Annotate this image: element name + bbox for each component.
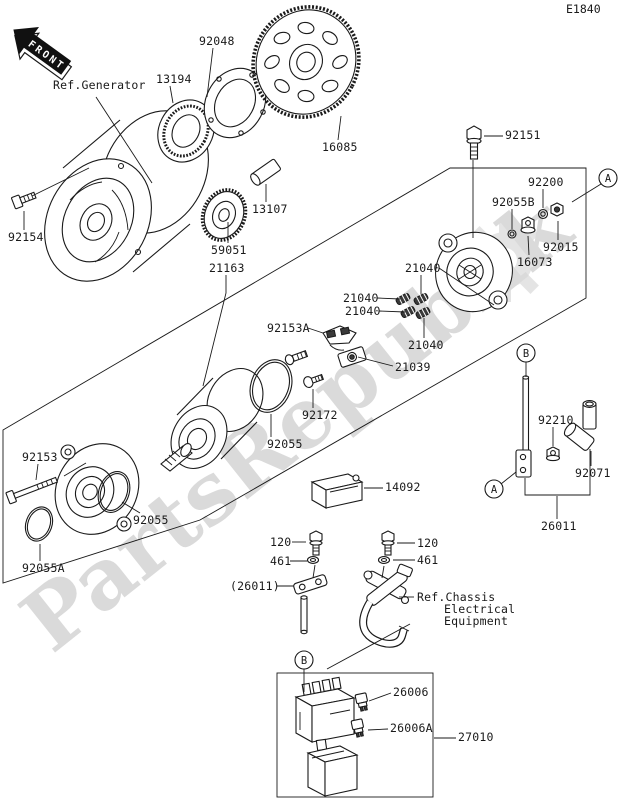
front-direction-arrow: FRONT — [13, 27, 73, 81]
battery-cable — [359, 599, 410, 648]
o-ring-92055-mid — [249, 359, 293, 413]
part-label-92055-21: 92055 — [133, 513, 169, 527]
fuse-26006a — [350, 718, 364, 738]
brush-holder-assembly — [284, 325, 367, 368]
callout-b-3: B — [294, 650, 314, 692]
flange-nut-16073 — [520, 216, 536, 234]
part-label-21039-17: 21039 — [395, 360, 431, 374]
part-label-21040-15: 21040 — [408, 338, 444, 352]
part-label-21040-13: 21040 — [343, 291, 379, 305]
part-label-92154-4: 92154 — [8, 230, 44, 244]
part-label-461-30: 461 — [417, 553, 438, 567]
parts-artwork — [5, 5, 597, 797]
part-label-92153A-16: 92153A — [267, 321, 310, 335]
starter-relay — [294, 676, 356, 752]
part-label-92055B-9: 92055B — [492, 195, 535, 209]
part-label-92015-10: 92015 — [543, 240, 579, 254]
diagram-outline — [2, 167, 587, 584]
shaft-pin — [250, 158, 281, 186]
terminal-rod-bracket — [515, 375, 532, 478]
part-label-120-27: 120 — [270, 535, 291, 549]
washer-92200 — [537, 208, 549, 220]
bolt-92151 — [466, 125, 482, 160]
svg-text:B: B — [523, 348, 529, 360]
part-label-RefGenerator-35: Ref.Generator — [53, 78, 146, 92]
part-label-Electrical-37: Electrical — [444, 602, 515, 616]
part-label-92200-8: 92200 — [528, 175, 564, 189]
washer-461-left — [306, 556, 320, 564]
front-cover — [54, 443, 140, 535]
part-label-16073-11: 16073 — [517, 255, 553, 269]
o-ring-92055a — [24, 506, 54, 542]
end-housing — [435, 231, 513, 313]
part-label-26006-32: 26006 — [393, 685, 429, 699]
bolt-120-right — [381, 530, 395, 556]
relay-box-outline — [276, 672, 434, 798]
washer-461-right — [377, 556, 391, 564]
part-label-RefChassis-36: Ref.Chassis — [417, 590, 495, 604]
misc-lines — [31, 160, 591, 670]
svg-text:B: B — [301, 655, 307, 667]
part-label-21040-14: 21040 — [345, 304, 381, 318]
o-ring-92055-bottom — [97, 471, 131, 513]
part-label-120-29: 120 — [417, 536, 438, 550]
callout-b-1: B — [516, 343, 536, 377]
one-way-clutch — [157, 99, 215, 163]
bolt-120-left — [309, 530, 323, 556]
part-label-92055-19: 92055 — [267, 437, 303, 451]
part-label-92151-7: 92151 — [505, 128, 541, 142]
svg-text:A: A — [605, 173, 612, 185]
bolt-92172 — [303, 373, 325, 388]
svg-text:A: A — [491, 484, 498, 496]
part-label-92153-20: 92153 — [22, 450, 58, 464]
part-label-Equipment-38: Equipment — [444, 614, 508, 628]
elbow-92071 — [563, 400, 597, 451]
part-label-21040-12: 21040 — [405, 261, 441, 275]
relay-cap — [306, 745, 359, 797]
nut-92210 — [545, 446, 561, 462]
part-label-16085-2: 16085 — [322, 140, 358, 154]
chassis-cable-clamp — [363, 563, 413, 606]
small-ring-92055b — [507, 229, 517, 239]
part-labels: 92048 13194 16085 13107 92154 59051 21163 92151… — [8, 34, 611, 744]
part-label-13194-1: 13194 — [156, 72, 192, 86]
part-label-26006A-33: 26006A — [390, 721, 433, 735]
brush-springs — [395, 292, 431, 319]
callout-circles: A B A B — [294, 168, 618, 692]
callout-a-0: A — [571, 168, 618, 203]
starter-gear — [200, 188, 248, 242]
part-label-92048-0: 92048 — [199, 34, 235, 48]
cover-14092 — [310, 473, 364, 509]
part-label-27010-34: 27010 — [458, 730, 494, 744]
bolt-92154 — [11, 191, 37, 210]
leader-lines — [23, 47, 592, 739]
part-label-461-28: 461 — [270, 554, 291, 568]
fuse-26006 — [354, 692, 368, 712]
diagram-code: E1840 — [566, 2, 601, 16]
through-bolt-92153 — [5, 476, 59, 505]
nut-92015 — [550, 202, 564, 217]
callout-a-2: A — [484, 471, 517, 499]
ground-strap-bracket — [293, 574, 328, 635]
starter-motor-armature — [160, 368, 264, 472]
part-label-26011-31: (26011) — [230, 579, 280, 593]
part-label-59051-5: 59051 — [211, 243, 247, 257]
part-label-13107-3: 13107 — [252, 202, 288, 216]
part-label-21163-6: 21163 — [209, 261, 245, 275]
part-label-92071-25: 92071 — [575, 466, 611, 480]
generator-rotor — [44, 110, 209, 282]
part-label-92210-24: 92210 — [538, 413, 574, 427]
part-label-92055A-22: 92055A — [22, 561, 65, 575]
starter-idle-gear — [251, 5, 361, 119]
part-label-14092-23: 14092 — [385, 480, 421, 494]
part-label-26011-26: 26011 — [541, 519, 577, 533]
terminal-bolt — [284, 350, 309, 366]
part-label-92172-18: 92172 — [302, 408, 338, 422]
